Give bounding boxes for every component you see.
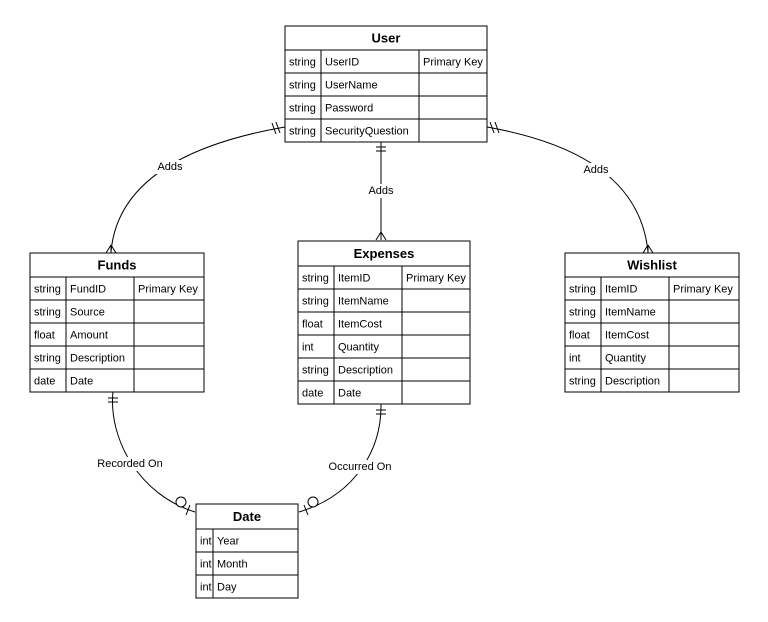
- entity-box: [284, 25, 488, 143]
- relationship-funds-date: Recorded On: [94, 390, 196, 516]
- attribute-name: Date: [338, 387, 361, 399]
- relationship-label: Adds: [368, 185, 394, 197]
- attribute-type: string: [569, 306, 596, 318]
- attribute-type: int: [200, 535, 212, 547]
- entity-title: User: [372, 30, 401, 45]
- relationship-user-expenses: Adds: [365, 141, 397, 241]
- attribute-type: string: [289, 102, 316, 114]
- attribute-type: int: [200, 558, 212, 570]
- relationship-label: Adds: [583, 164, 609, 176]
- attribute-key: Primary Key: [673, 283, 733, 295]
- attribute-type: string: [34, 283, 61, 295]
- attribute-type: int: [302, 341, 314, 353]
- entity-title: Expenses: [354, 246, 415, 261]
- attribute-type: string: [302, 272, 329, 284]
- entity-box: [297, 240, 471, 405]
- entity-title: Wishlist: [627, 257, 677, 272]
- attribute-name: Amount: [70, 329, 108, 341]
- attribute-type: string: [34, 306, 61, 318]
- attribute-type: string: [289, 56, 316, 68]
- relationship-user-wishlist: Adds: [486, 121, 654, 254]
- attribute-name: Description: [605, 375, 660, 387]
- attribute-name: FundID: [70, 283, 106, 295]
- attribute-type: date: [34, 375, 55, 387]
- attribute-name: UserName: [325, 79, 378, 91]
- attribute-type: date: [302, 387, 323, 399]
- attribute-key: Primary Key: [423, 56, 483, 68]
- relationship-label: Recorded On: [97, 458, 162, 470]
- attribute-name: ItemCost: [605, 329, 649, 341]
- attribute-type: string: [289, 125, 316, 137]
- entity-title: Date: [233, 509, 261, 524]
- attribute-name: Description: [338, 364, 393, 376]
- attribute-type: int: [200, 581, 212, 593]
- entity-title: Funds: [98, 257, 137, 272]
- relationship-user-funds: Adds: [105, 121, 286, 254]
- attribute-type: string: [34, 352, 61, 364]
- attribute-name: ItemName: [338, 295, 389, 307]
- attribute-type: float: [34, 329, 55, 341]
- attribute-type: string: [302, 295, 329, 307]
- attribute-key: Primary Key: [138, 283, 198, 295]
- attribute-type: string: [289, 79, 316, 91]
- attribute-name: Password: [325, 102, 373, 114]
- attribute-key: Primary Key: [406, 272, 466, 284]
- attribute-name: ItemID: [605, 283, 637, 295]
- relationship-expenses-date: Occurred On: [298, 402, 397, 516]
- attribute-type: string: [302, 364, 329, 376]
- attribute-name: UserID: [325, 56, 359, 68]
- attribute-name: SecurityQuestion: [325, 125, 409, 137]
- attribute-type: int: [569, 352, 581, 364]
- attribute-name: Date: [70, 375, 93, 387]
- attribute-name: Quantity: [338, 341, 379, 353]
- attribute-name: Source: [70, 306, 105, 318]
- relationship-label: Adds: [157, 161, 183, 173]
- attribute-type: string: [569, 283, 596, 295]
- attribute-name: Year: [217, 535, 240, 547]
- attribute-type: float: [302, 318, 323, 330]
- relationship-label: Occurred On: [329, 461, 392, 473]
- attribute-name: Description: [70, 352, 125, 364]
- attribute-name: Day: [217, 581, 237, 593]
- attribute-type: float: [569, 329, 590, 341]
- attribute-name: ItemID: [338, 272, 370, 284]
- attribute-name: Month: [217, 558, 248, 570]
- attribute-name: ItemName: [605, 306, 656, 318]
- attribute-type: string: [569, 375, 596, 387]
- attribute-name: Quantity: [605, 352, 646, 364]
- attribute-name: ItemCost: [338, 318, 382, 330]
